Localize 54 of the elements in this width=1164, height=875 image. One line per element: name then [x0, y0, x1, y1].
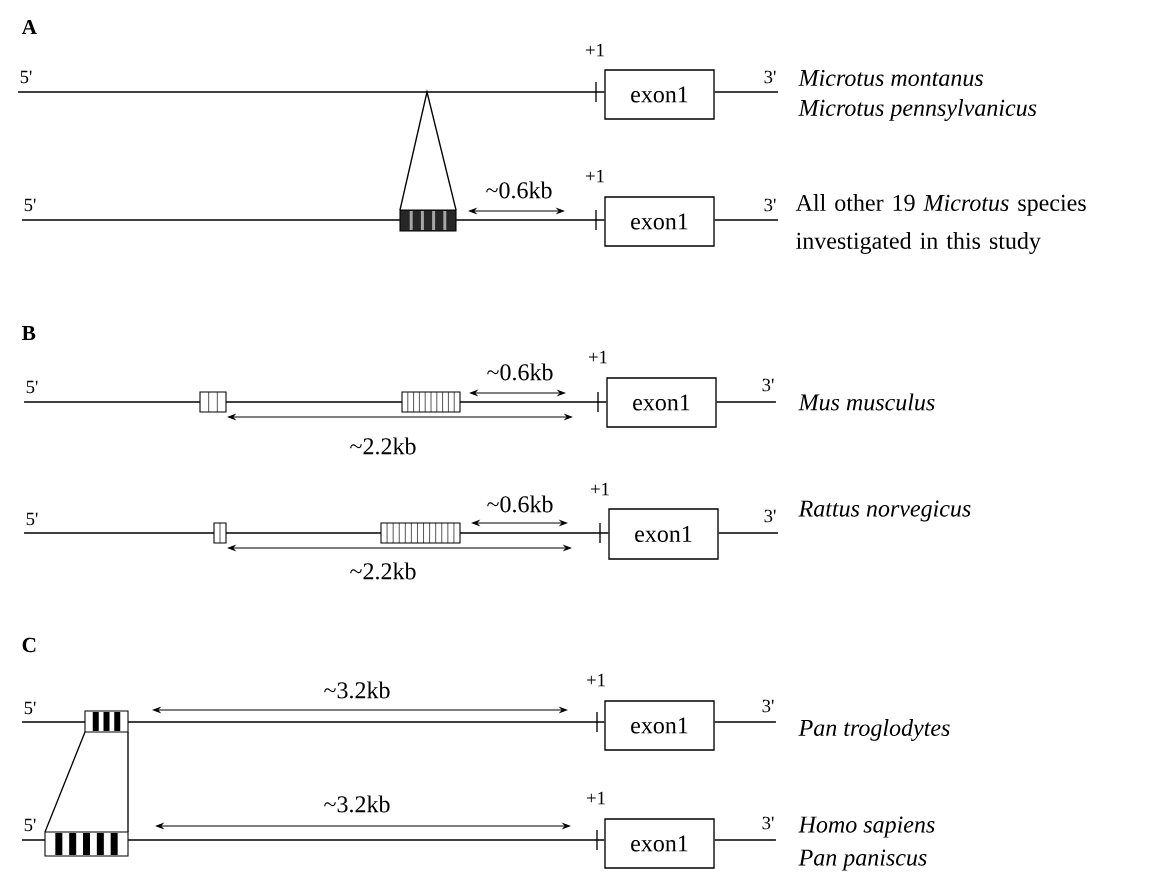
end-label: 5' — [26, 512, 38, 526]
gene-line — [714, 721, 777, 723]
end-label: 3' — [764, 198, 776, 212]
end-label: 5' — [24, 701, 36, 715]
panel-letter: C — [22, 637, 36, 653]
distance-label: ~3.2kb — [324, 681, 390, 699]
position-label: +1 — [587, 791, 605, 805]
gene-line — [17, 91, 605, 93]
gene-line — [714, 219, 779, 221]
gene-line — [714, 839, 777, 841]
distance-label: ~0.6kb — [486, 181, 552, 199]
gene-line — [21, 219, 605, 221]
distance-label: ~0.6kb — [487, 363, 553, 381]
species-name: Microtus montanus — [798, 69, 983, 87]
end-label: 3' — [762, 378, 774, 392]
exon-box: exon1 — [604, 69, 715, 120]
species-name: Microtus pennsylvanicus — [798, 99, 1037, 121]
species-name: Homo sapiens — [798, 816, 935, 838]
panel-letter: B — [21, 326, 36, 340]
gene-line — [21, 721, 605, 723]
end-label: 3' — [762, 699, 774, 713]
exon-box: exon1 — [606, 377, 717, 428]
end-label: 3' — [764, 509, 776, 523]
end-label: 5' — [24, 198, 36, 212]
exon-box: exon1 — [604, 700, 715, 751]
species-note: All other 19 Microtus species investigated in this study — [795, 194, 1086, 254]
gene-line — [714, 91, 779, 93]
species-name: Pan troglodytes — [798, 719, 950, 741]
end-label: 3' — [762, 816, 774, 830]
end-label: 5' — [20, 70, 32, 84]
gene-line — [21, 839, 605, 841]
species-name: Rattus norvegicus — [798, 500, 971, 522]
position-label: +1 — [586, 43, 604, 57]
distance-label: ~3.2kb — [324, 795, 390, 813]
position-label: +1 — [591, 482, 609, 496]
gene-line — [716, 401, 777, 403]
position-label: +1 — [586, 169, 604, 183]
species-name: Pan paniscus — [798, 849, 927, 871]
panel-letter: A — [21, 19, 37, 35]
position-label: +1 — [589, 350, 607, 364]
exon-box: exon1 — [608, 508, 719, 560]
distance-label: ~2.2kb — [350, 437, 416, 455]
gene-line — [23, 401, 607, 403]
distance-label: ~0.6kb — [487, 495, 553, 513]
species-name: Mus musculus — [798, 393, 935, 411]
exon-box: exon1 — [604, 818, 715, 869]
gene-line — [23, 532, 609, 534]
end-label: 5' — [26, 380, 38, 394]
exon-box: exon1 — [604, 196, 715, 247]
gene-line — [718, 532, 779, 534]
position-label: +1 — [587, 673, 605, 687]
end-label: 5' — [24, 818, 36, 832]
end-label: 3' — [764, 70, 776, 84]
distance-label: ~2.2kb — [350, 562, 416, 580]
